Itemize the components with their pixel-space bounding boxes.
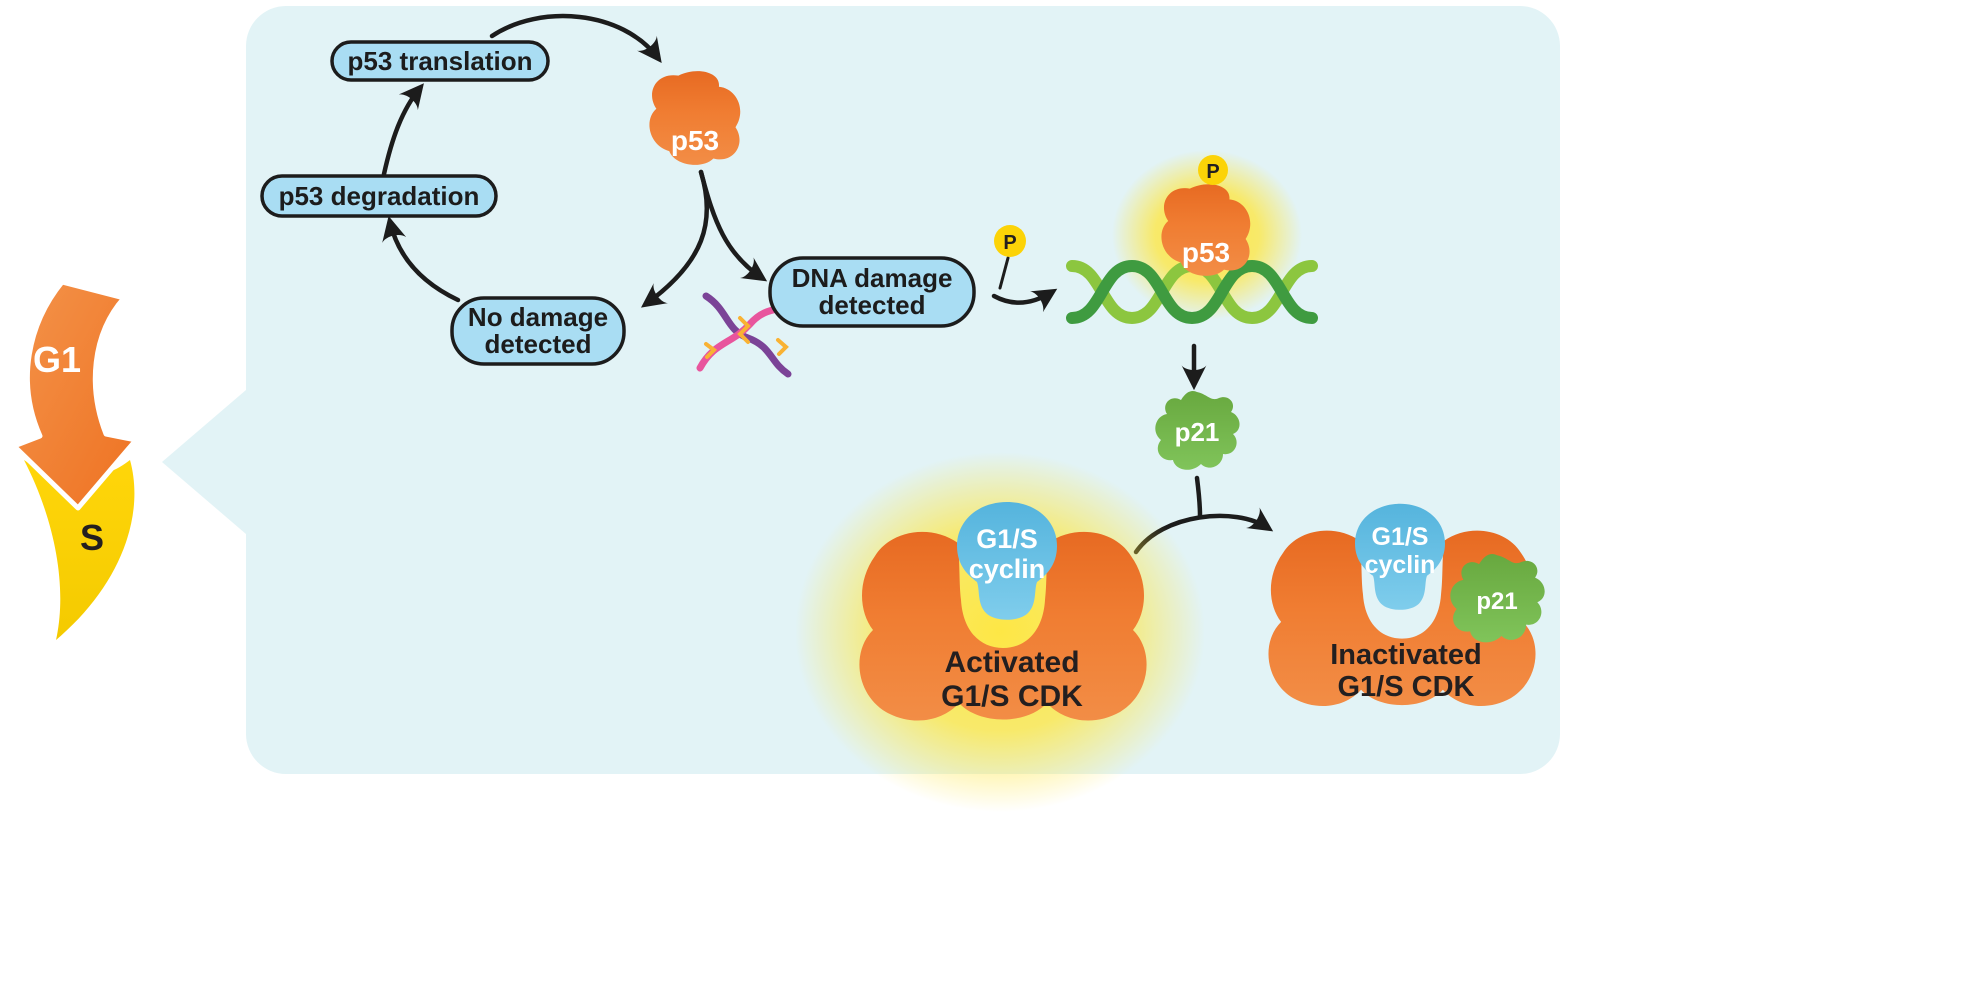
- damage-check: No damage detected DNA damage detected P: [450, 225, 1058, 378]
- pill-no-damage-line1: No damage: [468, 302, 608, 332]
- arrow-no-damage-to-degradation: [382, 215, 461, 303]
- pill-dna-damage-line2: detected: [819, 290, 926, 320]
- pill-p53-translation-label: p53 translation: [348, 46, 533, 76]
- arrow-degradation-to-translation: [381, 83, 424, 177]
- helix-strand-dark: [1066, 259, 1318, 325]
- pill-no-damage: No damage detected: [450, 296, 626, 366]
- p21-protein: p21: [1155, 390, 1240, 470]
- panel-pointer-notch: [162, 390, 246, 534]
- phosphate-icon: [994, 225, 1026, 257]
- pill-p53-degradation: p53 degradation: [260, 174, 498, 218]
- p21-protein-label: p21: [1175, 417, 1220, 447]
- bound-phosphate-label: P: [1206, 161, 1219, 183]
- pill-p53-degradation-label: p53 degradation: [279, 181, 480, 211]
- cyclin-label-line1: G1/S: [1372, 523, 1429, 551]
- p53-cycle: p53 translation p53 degradation p53: [260, 13, 768, 308]
- activated-cdk-complex: G1/S cyclin Activated G1/S CDK: [795, 452, 1205, 812]
- arrow-p21-branch: [1194, 475, 1203, 519]
- p53-dna-binding: p53 P: [1066, 150, 1318, 325]
- inactivated-cdk-complex: G1/S cyclin p21 Inactivated G1/S CDK: [1268, 503, 1545, 707]
- pill-shape: [768, 256, 976, 328]
- pill-shape: [330, 40, 550, 82]
- arrow-translation-to-p53: [489, 13, 662, 63]
- dna-break-mark: [776, 338, 789, 356]
- dna-break-mark: [704, 342, 718, 359]
- dna-break-mark: [737, 316, 751, 344]
- s-phase-arrow: [24, 460, 135, 640]
- pill-dna-damage-line1: DNA damage: [792, 263, 953, 293]
- cyclin-label-line2: cyclin: [1365, 551, 1436, 579]
- p53-protein-label: p53: [671, 125, 719, 156]
- inactivated-cdk-label-line1: Inactivated: [1330, 639, 1482, 671]
- pill-shape: [260, 174, 498, 218]
- g1-phase-label: G1: [33, 339, 81, 380]
- activated-cdk-label-line2: G1/S CDK: [941, 680, 1083, 713]
- free-phosphate-label: P: [1003, 232, 1016, 254]
- arrow-dna-damage-to-dna: [991, 288, 1058, 313]
- activated-cdk-label-line1: Activated: [944, 646, 1079, 679]
- pill-dna-damage: DNA damage detected: [768, 256, 976, 328]
- phosphorylation-step: P: [991, 225, 1058, 313]
- damaged-strand-purple: [702, 292, 792, 378]
- s-phase-label: S: [80, 517, 104, 558]
- p53-protein: p53: [649, 71, 741, 165]
- arrow-p53-to-dna-damage: [698, 169, 768, 282]
- pill-shape: [450, 296, 626, 366]
- cyclin-label-line1: G1/S: [976, 524, 1038, 554]
- phosphate-stem: [998, 256, 1010, 290]
- inactivated-cdk-label-line2: G1/S CDK: [1338, 671, 1475, 703]
- cyclin-label-line2: cyclin: [969, 554, 1046, 584]
- pill-p53-translation: p53 translation: [330, 40, 550, 82]
- cell-phase-arrows: G1 S: [11, 279, 139, 640]
- pill-no-damage-line2: detected: [485, 329, 592, 359]
- p53-active-label: p53: [1182, 237, 1230, 268]
- phosphate-icon: [1198, 155, 1228, 185]
- p21-bound-label: p21: [1476, 588, 1517, 615]
- g1-phase-arrow: [11, 279, 139, 511]
